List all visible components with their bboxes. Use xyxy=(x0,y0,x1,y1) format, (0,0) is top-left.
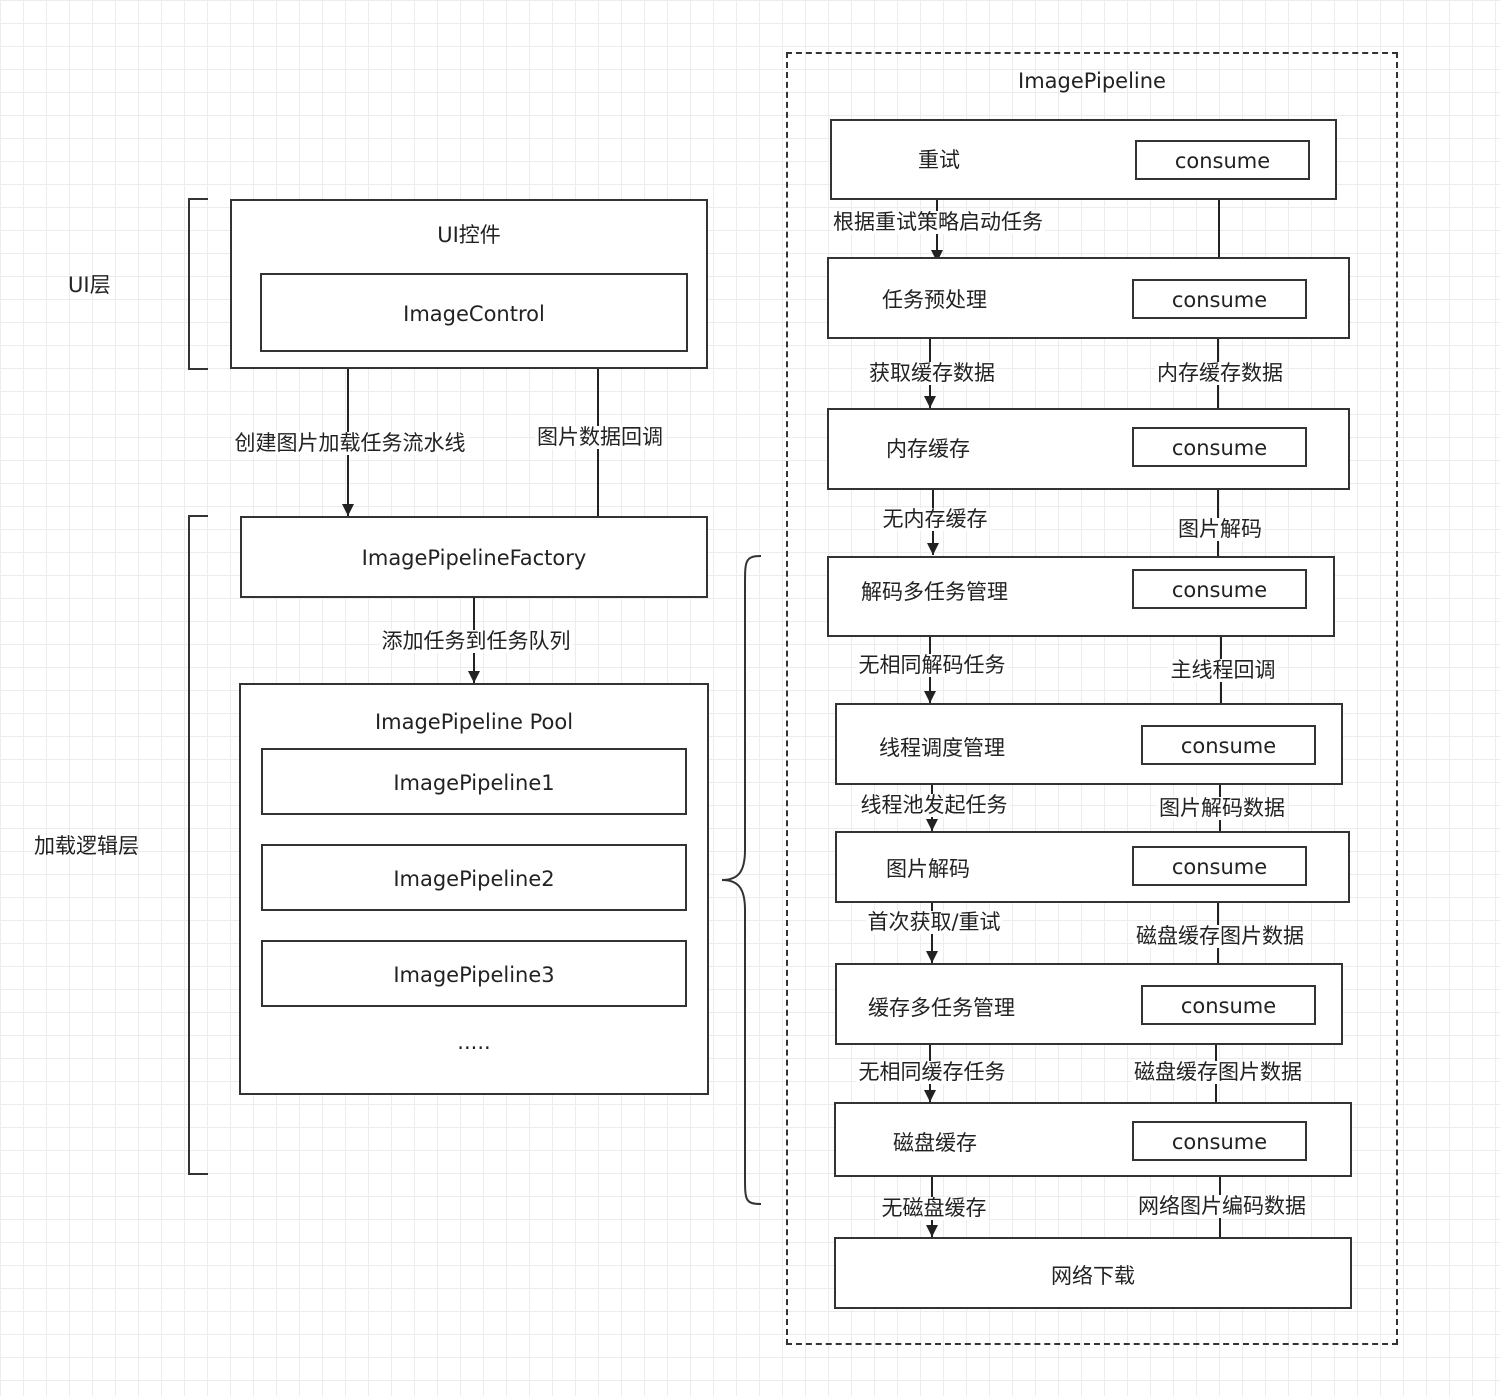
loading-layer-bracket xyxy=(188,515,208,1175)
stage-label: 缓存多任务管理 xyxy=(868,996,1015,1020)
pipeline-title: ImagePipeline xyxy=(1018,69,1166,93)
up-label: 磁盘缓存图片数据 xyxy=(1132,1060,1304,1084)
edge-label-image-callback: 图片数据回调 xyxy=(535,425,665,449)
image-pipeline-container: ImagePipeline xyxy=(786,52,1398,1345)
pool-item-label: ImagePipeline2 xyxy=(393,867,555,891)
consume-box: consume xyxy=(1132,279,1307,319)
consume-box: consume xyxy=(1132,427,1307,467)
up-label: 图片解码数据 xyxy=(1157,796,1287,820)
down-label: 根据重试策略启动任务 xyxy=(831,210,1045,234)
consume-label: consume xyxy=(1171,855,1268,879)
image-control-label: ImageControl xyxy=(403,302,545,326)
stage-preprocess[interactable]: 任务预处理 xyxy=(827,257,1350,339)
consume-box: consume xyxy=(1132,1121,1307,1161)
loading-layer-label: 加载逻辑层 xyxy=(34,834,139,858)
up-label: 网络图片编码数据 xyxy=(1136,1194,1308,1218)
down-label: 无磁盘缓存 xyxy=(879,1196,989,1220)
stage-memory-cache[interactable]: 内存缓存 xyxy=(827,408,1350,490)
stage-network-download[interactable]: 网络下载 xyxy=(834,1237,1352,1309)
edge-label-create-pipeline: 创建图片加载任务流水线 xyxy=(232,431,468,455)
stage-label: 解码多任务管理 xyxy=(861,580,1008,604)
stage-label: 重试 xyxy=(918,148,960,172)
stage-label: 内存缓存 xyxy=(886,437,970,461)
factory-label: ImagePipelineFactory xyxy=(361,546,587,570)
consume-box: consume xyxy=(1132,569,1307,609)
pool-item[interactable]: ImagePipeline3 xyxy=(261,940,687,1007)
up-label: 主线程回调 xyxy=(1168,658,1278,682)
consume-label: consume xyxy=(1171,578,1268,602)
factory-box[interactable]: ImagePipelineFactory xyxy=(240,516,708,598)
down-label: 无相同缓存任务 xyxy=(856,1060,1008,1084)
edge-label-add-to-queue: 添加任务到任务队列 xyxy=(379,629,573,653)
pool-item-label: ImagePipeline3 xyxy=(393,963,555,987)
consume-box: consume xyxy=(1141,985,1316,1025)
ui-layer-bracket xyxy=(188,198,208,370)
down-label: 首次获取/重试 xyxy=(865,910,1003,934)
down-label: 无内存缓存 xyxy=(880,507,990,531)
pool-title: ImagePipeline Pool xyxy=(374,710,574,734)
ui-control-title: UI控件 xyxy=(437,223,501,247)
pool-more: ..... xyxy=(457,1030,491,1054)
pool-item-label: ImagePipeline1 xyxy=(393,771,555,795)
pool-item[interactable]: ImagePipeline2 xyxy=(261,844,687,911)
up-label: 图片解码 xyxy=(1176,517,1264,541)
pool-item[interactable]: ImagePipeline1 xyxy=(261,748,687,815)
down-label: 线程池发起任务 xyxy=(858,793,1010,817)
image-control-box[interactable]: ImageControl xyxy=(260,273,688,352)
stage-label: 磁盘缓存 xyxy=(893,1131,977,1155)
consume-label: consume xyxy=(1171,1130,1268,1154)
consume-box: consume xyxy=(1135,140,1310,180)
consume-label: consume xyxy=(1180,994,1277,1018)
consume-box: consume xyxy=(1141,725,1316,765)
up-label: 磁盘缓存图片数据 xyxy=(1134,924,1306,948)
stage-label: 图片解码 xyxy=(886,857,970,881)
down-label: 无相同解码任务 xyxy=(856,653,1008,677)
consume-label: consume xyxy=(1171,436,1268,460)
up-label: 内存缓存数据 xyxy=(1155,361,1285,385)
stage-label: 网络下载 xyxy=(1051,1264,1135,1288)
curly-brace xyxy=(721,555,762,1205)
consume-label: consume xyxy=(1174,149,1271,173)
ui-layer-label: UI层 xyxy=(68,273,111,297)
stage-label: 线程调度管理 xyxy=(879,736,1005,760)
stage-label: 任务预处理 xyxy=(882,288,987,312)
consume-label: consume xyxy=(1171,288,1268,312)
consume-label: consume xyxy=(1180,734,1277,758)
consume-box: consume xyxy=(1132,846,1307,886)
down-label: 获取缓存数据 xyxy=(867,361,997,385)
